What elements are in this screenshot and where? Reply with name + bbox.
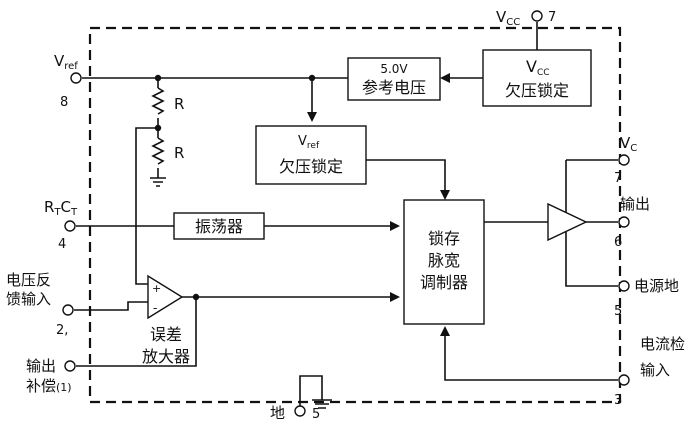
erramp-line2: 放大器 bbox=[142, 347, 190, 366]
erramp-minus: - bbox=[153, 301, 157, 315]
oscillator-block: 振荡器 bbox=[173, 212, 265, 240]
vref-uvlo-v: V bbox=[298, 134, 307, 149]
pin-rtct-label: RTCT bbox=[44, 198, 78, 218]
svg-text:Vref: Vref bbox=[298, 134, 320, 151]
vref-uvlo-title: 欠压锁定 bbox=[279, 157, 343, 176]
pin-fb-label-line1: 电压反 bbox=[6, 271, 51, 289]
pin-pgnd-terminal bbox=[618, 280, 630, 292]
resistor-lower-label: R bbox=[174, 144, 184, 162]
pin-gnd-label: 地 bbox=[270, 404, 285, 422]
resistor-lower bbox=[151, 137, 165, 165]
erramp-plus: + bbox=[152, 282, 161, 295]
pin-vcc-label: VCC bbox=[496, 8, 520, 28]
pin-pgnd-number: 5 bbox=[614, 304, 622, 319]
pin-out-terminal bbox=[618, 216, 630, 228]
latch-pwm-block: 锁存 脉宽 调制器 bbox=[403, 199, 485, 325]
pin-gnd-number: 5 bbox=[312, 407, 320, 422]
pin-comp-label-line2: 补偿(1) bbox=[26, 377, 72, 395]
pin-vcc-number: 7 bbox=[548, 10, 556, 25]
ref-5v-voltage: 5.0V bbox=[380, 62, 408, 76]
pin-pgnd-label: 电源地 bbox=[634, 277, 679, 295]
package-outline bbox=[88, 26, 622, 404]
pin-vc-terminal bbox=[618, 154, 630, 166]
latch-line2: 脉宽 bbox=[428, 251, 460, 270]
vref-uvlo-sub: ref bbox=[307, 141, 320, 151]
pin-vref-label: Vref bbox=[54, 52, 78, 72]
pin-fb-label-line2: 馈输入 bbox=[6, 290, 51, 308]
pin-out-label: 输出 bbox=[620, 195, 650, 213]
pin-gnd-terminal bbox=[294, 405, 306, 417]
pin-cs-label-line2: 输入 bbox=[640, 361, 670, 379]
pin-cs-terminal bbox=[618, 374, 630, 386]
error-amplifier: + - 误差 放大器 bbox=[142, 274, 190, 366]
pin-vref-number: 8 bbox=[60, 95, 68, 110]
pin-circles bbox=[62, 10, 630, 417]
resistor-upper bbox=[151, 87, 165, 115]
vcc-uvlo-sub: CC bbox=[537, 68, 550, 78]
pin-vcc-terminal bbox=[531, 10, 543, 22]
pin-cs-label-line1: 电流检 bbox=[640, 335, 685, 353]
latch-line3: 调制器 bbox=[420, 273, 468, 292]
vref-uvlo-block: Vref 欠压锁定 bbox=[255, 125, 367, 185]
ref-5v-title: 参考电压 bbox=[362, 78, 426, 97]
pin-vref-terminal bbox=[70, 72, 82, 84]
pin-out-number: 6 bbox=[614, 235, 622, 250]
arrowheads bbox=[307, 73, 450, 336]
ground-symbol bbox=[312, 399, 332, 409]
pin-fb-number: 2, bbox=[56, 323, 68, 338]
pin-comp-label-line1: 输出 bbox=[26, 357, 56, 375]
pin-comp-terminal bbox=[64, 360, 76, 372]
resistor-divider: R R bbox=[150, 87, 184, 187]
oscillator-label: 振荡器 bbox=[195, 217, 243, 236]
vcc-uvlo-title: 欠压锁定 bbox=[505, 81, 569, 100]
svg-text:VCC: VCC bbox=[526, 57, 550, 78]
pin-vc-label: VC bbox=[620, 134, 637, 154]
pin-rtct-terminal bbox=[64, 220, 76, 232]
pin-vc-number: 7 bbox=[614, 171, 622, 186]
pin-rtct-number: 4 bbox=[58, 237, 66, 252]
latch-line1: 锁存 bbox=[428, 229, 460, 248]
ref-5v-block: 5.0V 参考电压 bbox=[347, 57, 441, 101]
junction-dots bbox=[154, 74, 316, 301]
vcc-uvlo-block: VCC 欠压锁定 bbox=[482, 49, 592, 107]
erramp-line1: 误差 bbox=[150, 325, 182, 344]
output-driver bbox=[547, 202, 588, 242]
resistor-upper-label: R bbox=[174, 95, 184, 113]
wires bbox=[74, 22, 618, 406]
vcc-uvlo-v: V bbox=[526, 57, 537, 76]
pin-fb-terminal bbox=[62, 304, 74, 316]
pin-cs-number: 3 bbox=[614, 393, 622, 408]
